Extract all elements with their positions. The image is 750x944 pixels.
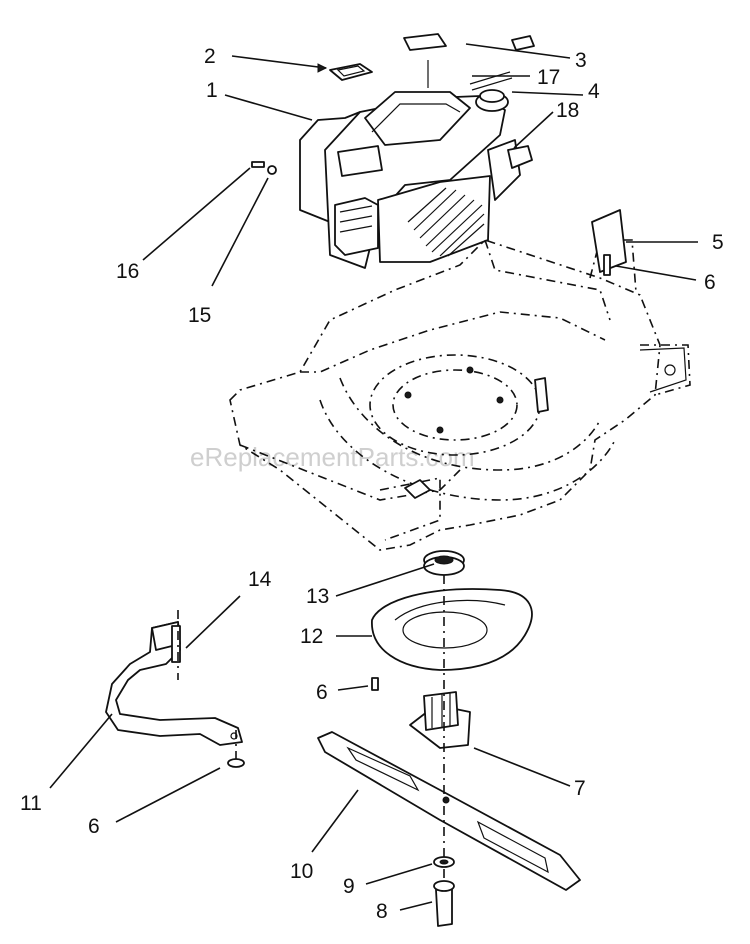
callout-18: 18: [556, 99, 579, 122]
callout-16: 16: [116, 260, 139, 283]
callout-8: 8: [376, 900, 388, 923]
clip-part: [511, 35, 535, 51]
callout-12: 12: [300, 625, 323, 648]
callout-6-upper: 6: [704, 271, 716, 294]
callout-4: 4: [588, 80, 600, 103]
watermark: eReplacementParts.com: [190, 442, 475, 472]
guard-drawing: [105, 610, 245, 768]
bolt-part-middle: [371, 677, 379, 691]
blade-part: [317, 731, 581, 891]
bracket-part: [591, 209, 627, 273]
callout-5: 5: [712, 231, 724, 254]
callout-6-middle: 6: [316, 681, 328, 704]
mower-deck-drawing: [229, 239, 691, 551]
callout-1: 1: [206, 79, 218, 102]
callout-10: 10: [290, 860, 313, 883]
bolt-part-upper: [603, 254, 611, 276]
blade-bolt-part: [435, 887, 453, 927]
callout-3: 3: [575, 49, 587, 72]
callout-13: 13: [306, 585, 329, 608]
callout-6-lower: 6: [88, 815, 100, 838]
callout-15: 15: [188, 304, 211, 327]
callout-11: 11: [20, 792, 42, 815]
callout-14: 14: [248, 568, 272, 591]
decal-part: [403, 33, 447, 51]
callout-7: 7: [574, 777, 586, 800]
baffle-part: [371, 588, 533, 671]
callout-17: 17: [537, 66, 560, 89]
callout-2: 2: [204, 45, 216, 68]
gasket-part: [329, 63, 373, 81]
leader-lines: [49, 43, 698, 911]
callout-9: 9: [343, 875, 355, 898]
engine-drawing: [251, 71, 533, 269]
